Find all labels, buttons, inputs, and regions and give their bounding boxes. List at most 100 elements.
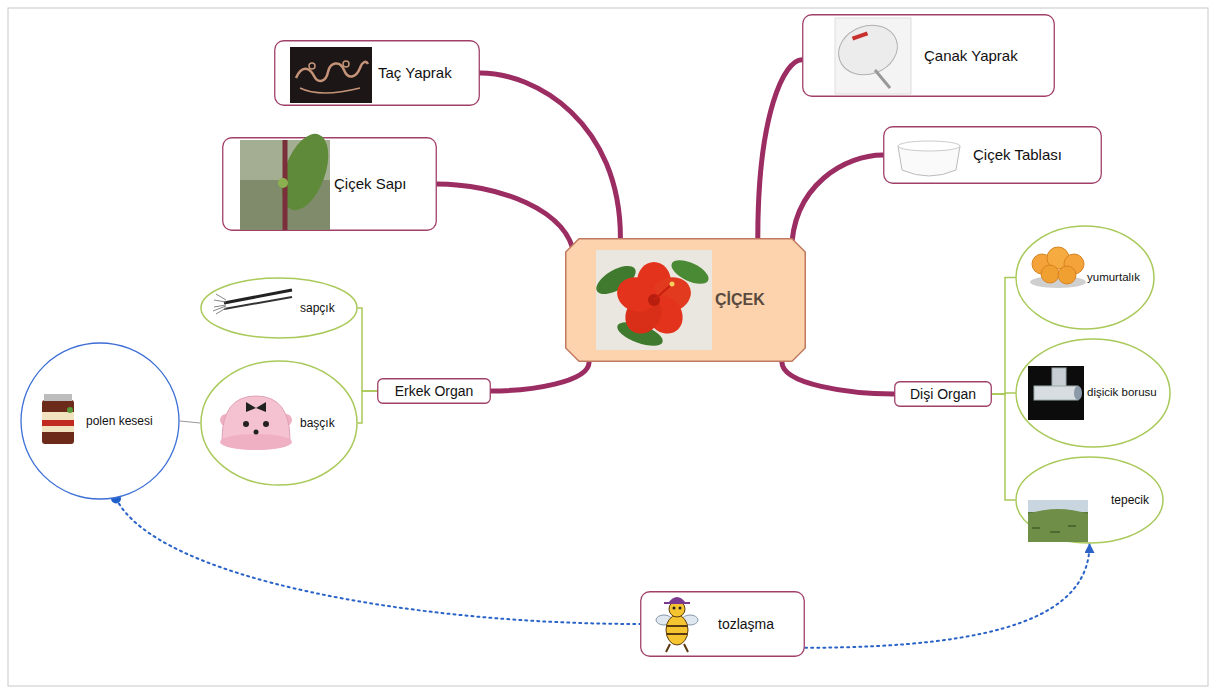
tiara-icon-part — [296, 62, 368, 81]
jar-icon-part — [67, 407, 73, 413]
apricot-icon-part — [1058, 266, 1076, 284]
node-outline — [201, 361, 357, 485]
pink-hat-icon-part — [263, 421, 269, 427]
branch-curve — [792, 155, 883, 253]
node-label: ÇİÇEK — [715, 290, 765, 309]
subpart-ellipse: yumurtalık — [1015, 225, 1155, 330]
tiara-icon-part — [300, 88, 360, 93]
node-outline — [378, 379, 491, 404]
bracket-line — [992, 278, 1015, 395]
node-outline — [566, 239, 806, 362]
pink-hat-icon-part — [246, 402, 266, 412]
tiara-icon — [290, 47, 372, 103]
bowl-icon — [898, 141, 960, 176]
bracket-line — [992, 394, 1015, 500]
node-outline — [275, 41, 480, 106]
apricot-icon-part — [1041, 265, 1059, 283]
bee-icon-part — [664, 602, 690, 604]
bowl-icon-part — [898, 141, 960, 151]
satellite-dish-icon-part — [832, 17, 905, 83]
stem-photo — [240, 128, 337, 230]
branch-curve — [491, 362, 589, 391]
pipe-icon — [1028, 366, 1084, 420]
satellite-dish-icon — [832, 17, 911, 94]
pipe-icon-part — [1034, 386, 1078, 400]
bee-icon-part — [666, 644, 688, 652]
node-label: Çanak Yaprak — [924, 47, 1018, 65]
tiara-icon-part — [290, 47, 372, 103]
bracket-line — [358, 308, 377, 391]
organ-box: Dişi Organ — [894, 381, 992, 407]
stem-photo-part — [278, 178, 288, 188]
node-outline — [803, 15, 1055, 97]
node-outline — [201, 278, 357, 338]
node-outline — [1016, 339, 1170, 447]
hibiscus-photo-part — [670, 282, 675, 287]
organ-box: Erkek Organ — [377, 378, 491, 404]
hill-photo-part — [1032, 526, 1076, 532]
bee-icon-part — [673, 607, 676, 610]
jar-icon — [42, 394, 74, 444]
bee-icon — [656, 597, 698, 652]
pink-hat-icon-part — [243, 421, 249, 427]
node-outline — [641, 592, 805, 657]
node-label: Erkek Organ — [395, 383, 474, 400]
node-label: Taç Yaprak — [378, 64, 452, 82]
hibiscus-photo-part — [596, 250, 712, 350]
relation-line — [116, 498, 640, 624]
brush-icon — [213, 290, 292, 314]
node-label: tozlaşma — [718, 616, 774, 633]
apricot-icon — [1030, 247, 1086, 288]
branch-curve — [437, 184, 575, 263]
bracket-line — [180, 421, 200, 423]
brush-icon-part — [224, 290, 292, 303]
node-label: dişicik borusu — [1087, 386, 1157, 400]
tiara-icon-part — [343, 61, 349, 67]
hibiscus-photo-part — [654, 284, 672, 300]
pink-hat-icon-part — [254, 430, 259, 435]
node-label: polen kesesi — [86, 414, 153, 428]
pink-hat-icon-part — [222, 396, 290, 440]
bracket-line — [358, 391, 377, 423]
hill-photo-part — [1028, 509, 1088, 542]
bee-icon-part — [679, 607, 682, 610]
jar-icon-part — [42, 400, 74, 444]
node-label: sapçık — [300, 301, 335, 315]
node-label: tepecik — [1111, 493, 1149, 507]
relation-line — [805, 544, 1090, 648]
node-outline — [895, 382, 992, 407]
brush-icon-part — [213, 294, 226, 314]
jar-icon-part — [42, 420, 74, 426]
subpart-ellipse: sapçık — [200, 277, 358, 339]
node-outline — [21, 343, 179, 499]
satellite-dish-icon-part — [875, 70, 890, 88]
node-outline — [884, 127, 1102, 184]
satellite-dish-icon-part — [852, 31, 868, 40]
node-label: Çiçek Tablası — [973, 146, 1062, 164]
jar-icon-part — [44, 394, 72, 401]
node-outline — [223, 138, 437, 231]
hill-photo — [1028, 500, 1088, 542]
pink-hat-icon — [220, 396, 292, 450]
jar-icon-part — [42, 412, 74, 432]
brush-icon-part — [224, 297, 292, 309]
node-outline — [1016, 457, 1163, 543]
branch-curve — [758, 60, 802, 238]
page-frame — [8, 8, 1208, 686]
pipe-icon-part — [1074, 386, 1082, 400]
tiara-icon-part — [309, 63, 315, 69]
hibiscus-photo — [592, 250, 712, 351]
node-label: yumurtalık — [1087, 271, 1140, 285]
branch-curve — [480, 73, 620, 238]
hill-photo-part — [1028, 500, 1088, 542]
node-label: başçık — [300, 416, 335, 430]
bee-icon-part — [666, 615, 688, 645]
branch-curve — [782, 362, 894, 394]
pipe-icon-part — [1028, 366, 1084, 420]
node-label: Dişi Organ — [910, 386, 976, 403]
hibiscus-photo-part — [613, 272, 662, 317]
node-outline — [1016, 226, 1154, 329]
bee-icon-part — [667, 626, 687, 634]
stem-photo-part — [273, 128, 338, 217]
